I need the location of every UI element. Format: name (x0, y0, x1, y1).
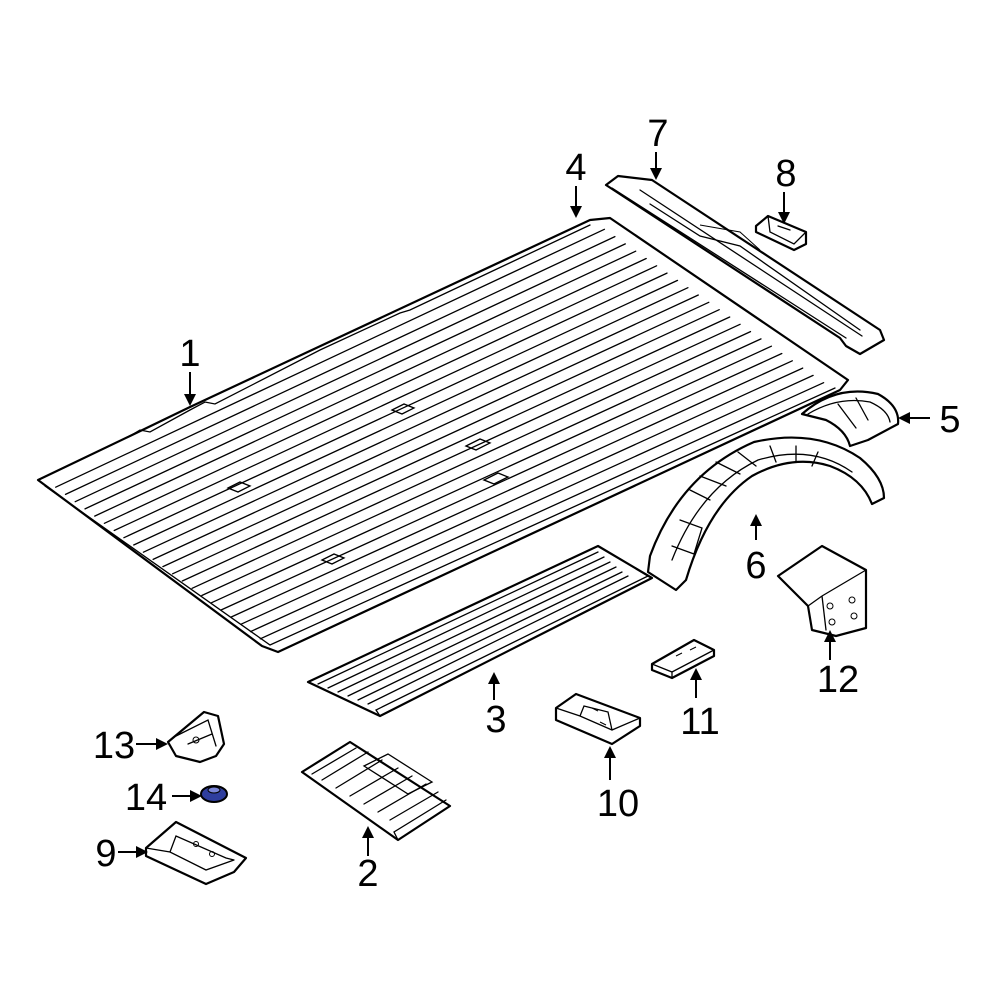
part-2-insert[interactable] (300, 740, 452, 842)
floor-rib (181, 323, 741, 582)
part-9-plate[interactable] (144, 820, 248, 886)
callout-9: 9 (95, 833, 116, 875)
callout-2: 2 (357, 853, 378, 895)
floor-ribs (55, 228, 825, 640)
floor-rib (64, 235, 616, 496)
arrow-5 (898, 412, 930, 424)
part-3-side-panel[interactable] (306, 544, 654, 718)
floor-rib (55, 228, 606, 488)
callout-11: 11 (680, 701, 719, 743)
part-7-front-rail[interactable] (604, 174, 886, 356)
floor-rib (240, 367, 804, 625)
arrow-9 (118, 846, 148, 858)
arrow-8 (778, 192, 790, 224)
callout-10: 10 (597, 783, 639, 825)
floor-rib (230, 360, 793, 618)
leader-arrows (118, 152, 930, 858)
floor-rib (94, 257, 647, 517)
floor-rib (123, 279, 679, 539)
floor-rib (74, 243, 626, 503)
arrow-1 (184, 372, 196, 406)
part-6-wheelhouse[interactable] (646, 436, 886, 592)
callout-8: 8 (775, 153, 796, 195)
floor-rib (152, 301, 710, 561)
callout-14: 14 (125, 777, 167, 819)
arrow-7 (650, 152, 662, 180)
callout-7: 7 (647, 113, 668, 155)
arrow-3 (488, 672, 500, 700)
arrow-13 (136, 738, 168, 750)
floor-rib (142, 294, 699, 553)
part-10-support[interactable] (554, 692, 642, 746)
callout-6: 6 (745, 545, 766, 587)
floor-rib (210, 345, 773, 604)
floor-rib (162, 309, 720, 568)
arrow-2 (362, 826, 374, 856)
part-1-bed-floor[interactable] (36, 216, 850, 654)
callout-12: 12 (817, 659, 859, 701)
arrow-4 (570, 186, 582, 218)
floor-rib (259, 382, 825, 640)
arrow-14 (172, 790, 202, 802)
floor-rib (220, 352, 783, 611)
floor-rib (103, 265, 658, 524)
callout-5: 5 (939, 399, 960, 441)
arrow-6 (750, 514, 762, 540)
floor-rib (84, 250, 637, 510)
callout-4: 4 (565, 147, 586, 189)
floor-rib (201, 338, 762, 597)
part-12-bracket[interactable] (776, 544, 868, 638)
callout-labels: 1 2 3 4 5 6 7 8 9 10 11 12 13 14 (93, 113, 961, 895)
floor-rib (171, 316, 731, 575)
part-13-block[interactable] (166, 710, 226, 764)
floor-rib (133, 287, 689, 546)
floor-rib (113, 272, 668, 532)
floor-rib (191, 330, 752, 589)
part-8-clip[interactable] (754, 214, 808, 252)
arrow-10 (604, 746, 616, 780)
callout-1: 1 (179, 333, 200, 375)
callout-13: 13 (93, 725, 135, 767)
callout-3: 3 (485, 699, 506, 741)
floor-rib (249, 374, 814, 633)
arrow-11 (690, 668, 702, 698)
part-14-grommet[interactable] (200, 785, 228, 803)
part-5-wheelhouse-upper[interactable] (800, 390, 900, 448)
arrow-12 (824, 630, 836, 660)
part-11-pad[interactable] (650, 638, 716, 680)
